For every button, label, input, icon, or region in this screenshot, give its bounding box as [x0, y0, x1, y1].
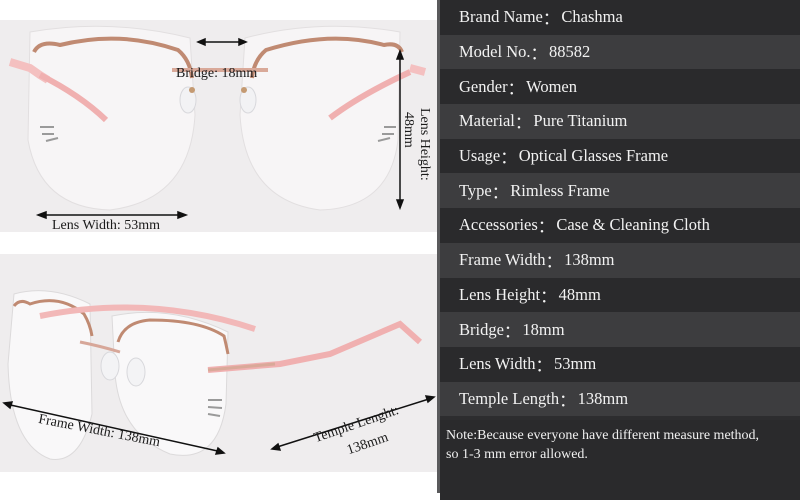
glasses-front-illustration — [8, 25, 427, 220]
specs-panel: Brand Name：Chashma Model No.：88582 Gende… — [437, 0, 800, 500]
note-line-1: Note:Because everyone have different mea… — [446, 428, 760, 444]
note-line-2: so 1-3 mm error allowed. — [446, 447, 588, 463]
lens-width-label: Lens Width: 53mm — [52, 218, 161, 232]
spec-row-type: Type：Rimless Frame — [440, 173, 800, 209]
spec-row-accessories: Accessories：Case & Cleaning Cloth — [440, 208, 800, 243]
spec-row-model: Model No.：88582 — [440, 34, 800, 70]
spec-row-temple-length: Temple Length：138mm — [440, 381, 800, 417]
spec-row-bridge: Bridge：18mm — [440, 312, 800, 347]
lens-height-label: Lens Height: — [417, 108, 432, 181]
spec-row-usage: Usage：Optical Glasses Frame — [440, 138, 800, 174]
measurement-note: Note:Because everyone have different mea… — [440, 420, 800, 500]
spec-row-lens-height: Lens Height：48mm — [440, 277, 800, 313]
spec-row-frame-width: Frame Width：138mm — [440, 242, 800, 278]
side-view-photo: Frame Width: 138mm Temple Lenght: 138mm — [0, 254, 437, 472]
front-view-photo: Bridge: 18mm Lens Width: 53mm Lens Heigh… — [0, 20, 437, 232]
spec-row-material: Material：Pure Titanium — [440, 104, 800, 139]
glasses-side-illustration — [2, 290, 436, 460]
spec-row-gender: Gender：Women — [440, 69, 800, 105]
spec-row-brand: Brand Name：Chashma — [440, 0, 800, 35]
lens-height-value: 48mm — [401, 112, 416, 148]
spec-row-lens-width: Lens Width：53mm — [440, 346, 800, 382]
bridge-label: Bridge: 18mm — [176, 66, 258, 81]
